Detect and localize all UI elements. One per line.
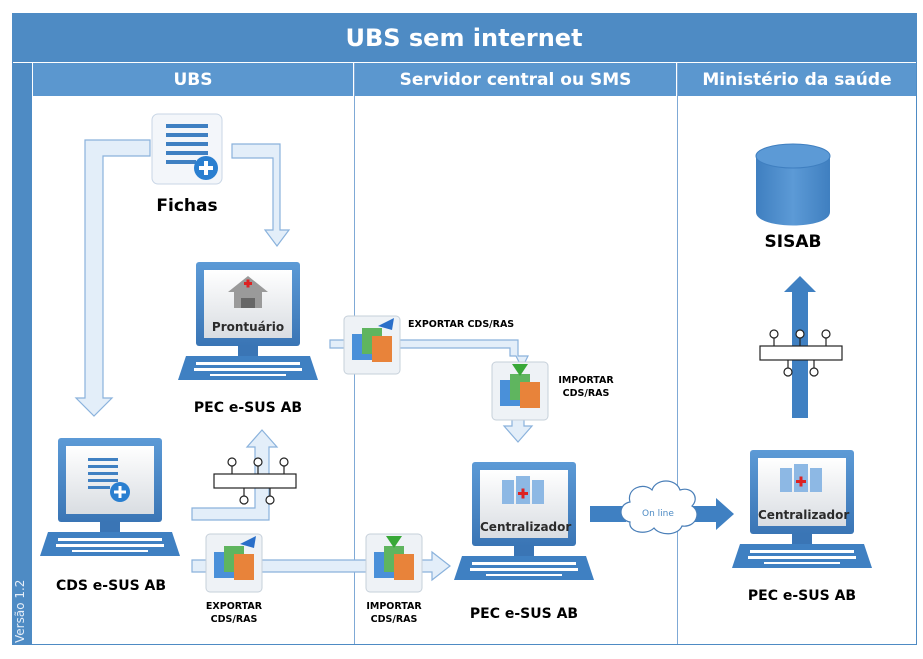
lane-header-ministerio: Ministério da saúde <box>678 63 916 96</box>
connector-icon-ms <box>759 329 843 377</box>
central-monitor <box>454 462 594 580</box>
arrow-cloud-to-ms <box>690 498 734 530</box>
ms-monitor <box>732 450 872 568</box>
pec-central-label: PEC e-SUS AB <box>469 606 579 622</box>
pec-ubs-label: PEC e-SUS AB <box>193 400 303 416</box>
export-icon-top <box>343 315 401 375</box>
import-bottom-label: IMPORTAR CDS/RAS <box>364 600 424 626</box>
pec-ms-label: PEC e-SUS AB <box>747 588 857 604</box>
version-strip <box>12 63 32 644</box>
import-top-line2: CDS/RAS <box>562 388 610 399</box>
import-bottom-line2: CDS/RAS <box>370 614 418 625</box>
export-bottom-line1: EXPORTAR <box>205 601 263 612</box>
arrow-fichas-to-cds <box>74 139 151 417</box>
cds-label: CDS e-SUS AB <box>55 578 167 594</box>
import-top-line1: IMPORTAR <box>558 375 614 386</box>
arrow-central-to-cloud <box>590 506 626 522</box>
import-top-label: IMPORTAR CDS/RAS <box>556 374 616 400</box>
fichas-label: Fichas <box>156 196 218 216</box>
cds-monitor <box>40 438 180 556</box>
diagram-title: UBS sem internet <box>12 13 916 62</box>
import-icon-bottom <box>365 533 423 593</box>
cloud-icon <box>620 480 698 535</box>
central-screen-label: Centralizador <box>480 520 572 534</box>
ms-screen-label: Centralizador <box>758 508 850 522</box>
sisab-database-icon <box>755 143 831 226</box>
version-label: Versão 1.2 <box>13 579 27 643</box>
fichas-icon <box>151 113 223 185</box>
lane-header-ubs: UBS <box>33 63 353 96</box>
online-label: On line <box>642 509 674 519</box>
export-bottom-label: EXPORTAR CDS/RAS <box>204 600 264 626</box>
connector-icon-cds <box>213 457 297 505</box>
export-icon-bottom <box>205 533 263 593</box>
import-icon-top <box>491 361 549 421</box>
import-bottom-line1: IMPORTAR <box>366 601 422 612</box>
sisab-label: SISAB <box>764 232 822 252</box>
export-top-label: EXPORTAR CDS/RAS <box>408 319 515 330</box>
lane-header-servidor: Servidor central ou SMS <box>355 63 676 96</box>
arrow-fichas-to-pec <box>231 143 291 247</box>
pec-ubs-monitor <box>178 262 318 380</box>
export-bottom-line2: CDS/RAS <box>210 614 258 625</box>
pec-ubs-screen-label: Prontuário <box>211 320 285 334</box>
arrow-import-to-central <box>502 417 534 443</box>
